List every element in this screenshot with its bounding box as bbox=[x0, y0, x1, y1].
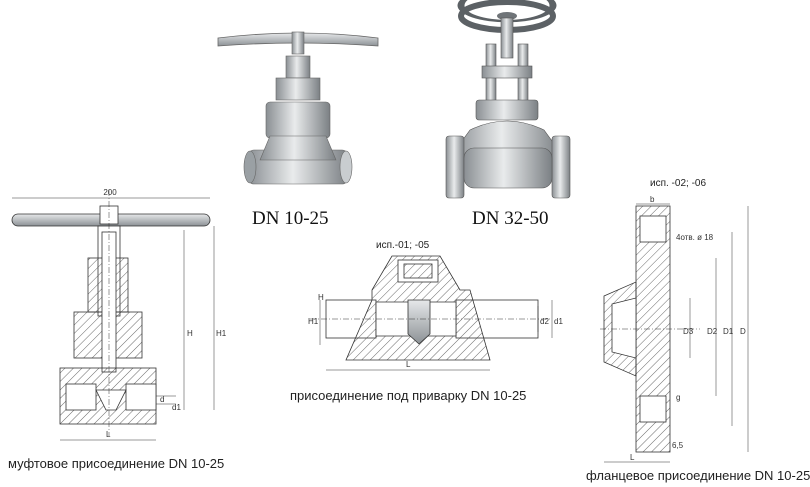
dim-coupling-l: L bbox=[106, 430, 111, 439]
caption-weld: присоединение под приварку DN 10-25 bbox=[290, 388, 527, 403]
dim-flange-l: L bbox=[630, 453, 635, 462]
photo-label-small: DN 10-25 bbox=[252, 208, 329, 229]
dim-coupling-width: 200 bbox=[103, 188, 117, 197]
dim-coupling-d: d bbox=[160, 395, 164, 404]
drawing-coupling bbox=[11, 190, 215, 441]
dim-weld-d1: d1 bbox=[554, 317, 563, 326]
dim-flange-s: 6,5 bbox=[672, 441, 684, 450]
drawing-weld bbox=[310, 255, 553, 371]
dim-weld-d2: d2 bbox=[540, 317, 549, 326]
valve-photo-small bbox=[217, 31, 379, 185]
dim-flange-d1: D1 bbox=[723, 327, 734, 336]
dim-flange-g: g bbox=[676, 393, 680, 402]
photo-label-flanged: DN 32-50 bbox=[472, 208, 549, 229]
dim-coupling-h1: H1 bbox=[216, 329, 227, 338]
dim-coupling-h: H bbox=[187, 329, 193, 338]
dim-flange-b: b bbox=[650, 195, 655, 204]
dim-flange-d: D bbox=[740, 327, 746, 336]
weld-variant-note: исп.-01; -05 bbox=[376, 240, 430, 251]
dim-weld-l: L bbox=[406, 360, 411, 369]
dim-weld-h1: H1 bbox=[308, 317, 319, 326]
dim-flange-d2: D2 bbox=[707, 327, 718, 336]
dim-coupling-d1: d1 bbox=[172, 403, 181, 412]
drawing-flange bbox=[600, 203, 749, 463]
flange-variant-note: исп. -02; -06 bbox=[650, 178, 707, 189]
caption-coupling: муфтовое присоединение DN 10-25 bbox=[8, 456, 225, 471]
valve-photo-flanged bbox=[445, 0, 571, 199]
dim-flange-holes: 4отв. ø 18 bbox=[676, 233, 714, 242]
dim-weld-h: H bbox=[318, 293, 324, 302]
caption-flange: фланцевое присоединение DN 10-25 bbox=[586, 468, 810, 483]
dim-flange-d3: D3 bbox=[683, 327, 694, 336]
